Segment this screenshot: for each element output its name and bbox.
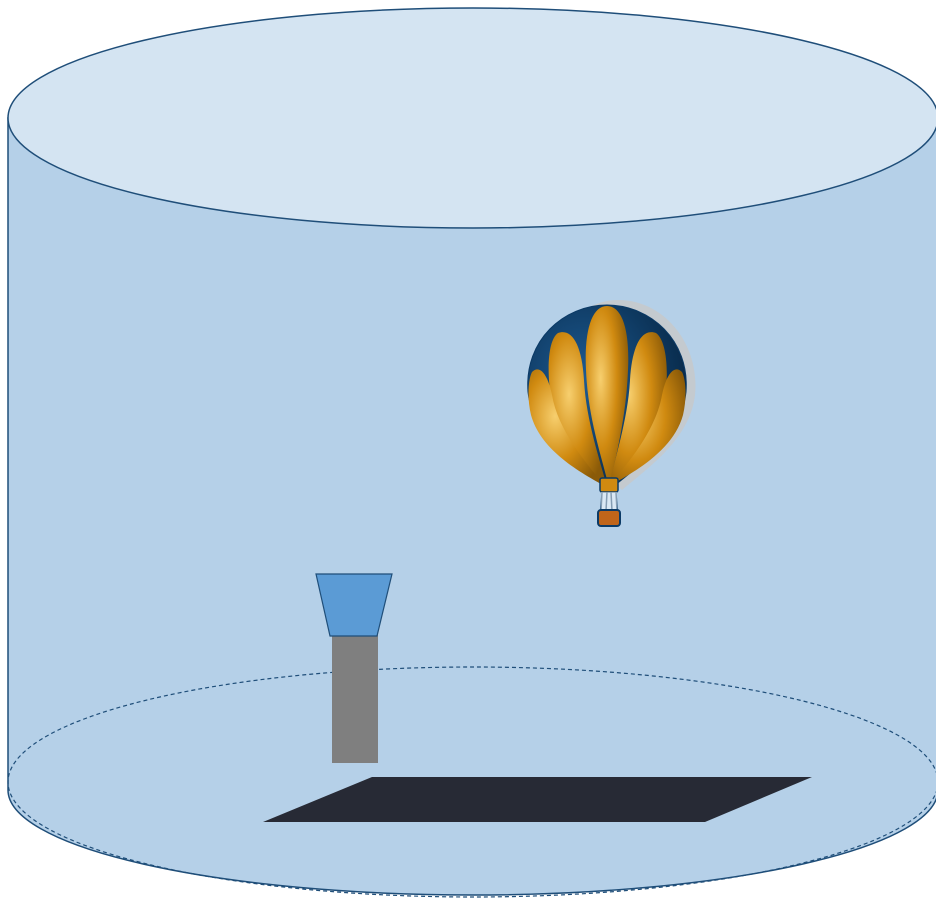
- balloon-gore-left: [548, 332, 607, 487]
- balloon-skirt: [599, 477, 619, 493]
- cylinder-body: [7, 117, 936, 896]
- floor-pad: [263, 777, 812, 822]
- balloon-gore-right: [609, 332, 667, 487]
- camera-cup: [315, 573, 393, 637]
- post: [332, 634, 378, 763]
- balloon-gore-center: [585, 306, 629, 488]
- cylinder-floor-dashed: [7, 666, 936, 898]
- camera-on-post-icon: [315, 573, 393, 763]
- balloon-gore-far-left: [528, 369, 605, 486]
- cylinder-top: [7, 7, 936, 229]
- balloon-basket: [597, 509, 621, 527]
- balloon-gore-far-right: [609, 369, 686, 486]
- hot-air-balloon-icon: [527, 300, 696, 527]
